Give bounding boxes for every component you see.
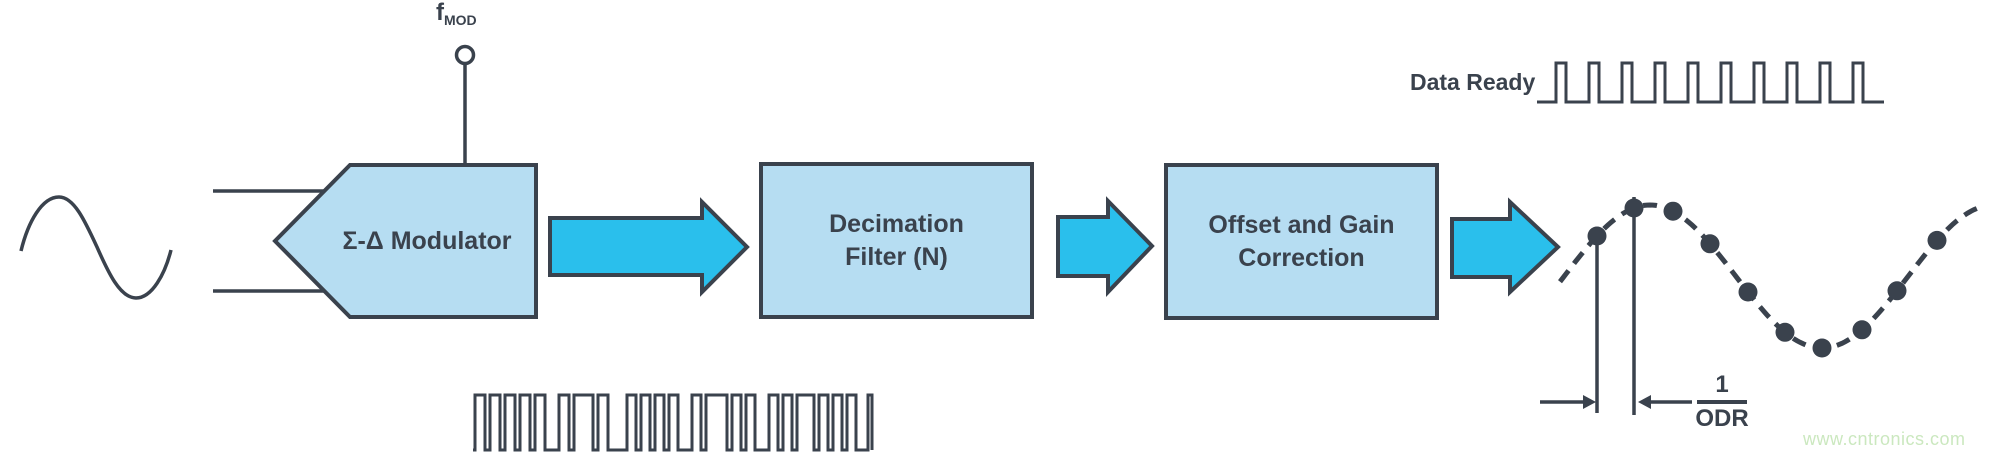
analog-input-waveform xyxy=(19,195,173,300)
modulator-label: Σ-Δ Modulator xyxy=(322,166,532,316)
sample-dot xyxy=(1775,322,1795,342)
modulator-label-text: Σ-Δ Modulator xyxy=(342,226,512,255)
flow-arrow-1-icon xyxy=(548,197,750,297)
fmod-label: fMOD xyxy=(436,0,477,28)
sample-dot xyxy=(1927,230,1947,250)
offset-gain-label-line2: Correction xyxy=(1238,243,1365,272)
sample-dot xyxy=(1852,320,1872,340)
modulator-bitstream-waveform xyxy=(473,393,874,452)
decimation-label-line2: Filter (N) xyxy=(845,242,948,271)
data-ready-label: Data Ready xyxy=(1410,69,1536,95)
offset-gain-block-shape xyxy=(1164,163,1439,320)
sample-dot xyxy=(1738,282,1758,302)
sample-dot xyxy=(1663,201,1683,221)
fmod-symbol: f xyxy=(436,0,444,26)
decimation-label: Decimation Filter (N) xyxy=(761,164,1032,317)
sample-dot xyxy=(1587,226,1607,246)
measure-arrow-right-head-icon xyxy=(1638,395,1651,409)
sample-dot xyxy=(1887,281,1907,301)
fmod-subscript: MOD xyxy=(444,12,477,28)
output-sampled-sine-waveform xyxy=(1558,202,1978,351)
decimation-block-shape xyxy=(759,162,1034,319)
flow-arrow-2-icon xyxy=(1056,196,1155,297)
watermark: www.cntronics.com xyxy=(1803,429,1966,449)
fraction-bar xyxy=(1697,400,1747,405)
odr-numerator: 1 xyxy=(1715,371,1729,398)
sample-dot xyxy=(1700,234,1720,254)
decimation-label-line1: Decimation xyxy=(829,209,964,238)
sample-dot xyxy=(1812,338,1832,358)
modulator-block-shape xyxy=(272,163,538,319)
odr-denominator: ODR xyxy=(1695,405,1749,433)
offset-gain-label: Offset and Gain Correction xyxy=(1166,165,1437,318)
fmod-terminal-circle xyxy=(454,44,476,66)
odr-fraction: 1 ODR xyxy=(1694,371,1750,433)
data-ready-waveform xyxy=(1537,61,1884,104)
flow-arrow-3-icon xyxy=(1450,197,1561,297)
offset-gain-label-line1: Offset and Gain xyxy=(1208,210,1395,239)
sample-dot xyxy=(1624,198,1644,218)
measure-arrow-left-head-icon xyxy=(1583,395,1596,409)
